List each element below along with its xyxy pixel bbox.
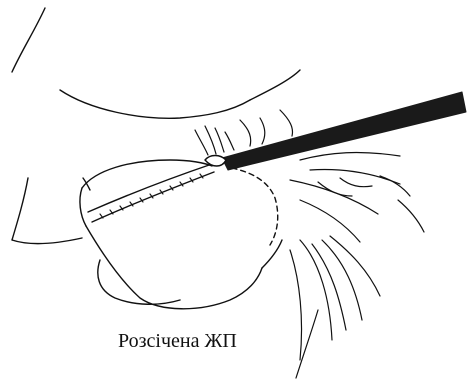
upper-contour-2 xyxy=(250,70,300,100)
gallbladder-top xyxy=(82,160,212,188)
instrument xyxy=(222,92,466,170)
liver-outline xyxy=(12,8,45,72)
tissue-strands-bottom xyxy=(290,236,380,378)
resection-dashed-line xyxy=(232,168,278,245)
gallbladder-left xyxy=(80,188,86,226)
liver-edge-lower xyxy=(12,178,28,240)
figure-caption: Розсічена ЖП xyxy=(118,330,237,353)
gallbladder-right xyxy=(262,240,282,268)
incision-line-lower xyxy=(92,172,214,222)
liver-lower-curve xyxy=(12,238,82,244)
tissue-strands-right xyxy=(290,153,424,242)
upper-contour xyxy=(60,90,250,118)
